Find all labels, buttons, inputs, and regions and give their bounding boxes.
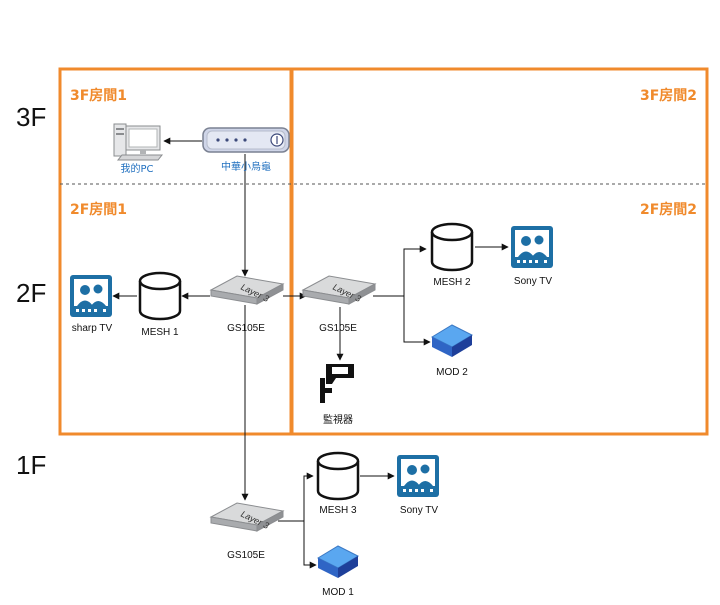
router-icon	[202, 127, 290, 153]
room-label-3f-1: 3F房間1	[70, 87, 127, 104]
floor-label-1f: 1F	[16, 450, 46, 480]
tv-icon-sony-2f	[511, 226, 553, 268]
label-sharp-tv: sharp TV	[72, 323, 113, 334]
label-my-pc: 我的PC	[120, 162, 153, 175]
camera-icon	[320, 364, 354, 403]
switch-icon-1f: Layer 3	[210, 502, 284, 532]
room-label-3f-2: 3F房間2	[640, 87, 697, 104]
link-switch1f-mod1	[303, 521, 317, 569]
label-mod2: MOD 2	[436, 367, 468, 378]
room-box-right	[289, 67, 709, 436]
label-mesh1: MESH 1	[141, 327, 179, 338]
floor-label-3f: 3F	[16, 102, 46, 132]
label-switch-2f-b: GS105E	[319, 323, 357, 334]
room-label-2f-1: 2F房間1	[70, 201, 127, 218]
mesh-icon-1	[138, 271, 182, 321]
label-sony-tv-1f: Sony TV	[400, 505, 438, 516]
tv-icon-sharp	[70, 275, 112, 317]
switch-icon-2f-a: Layer 3	[210, 275, 284, 305]
mod-icon-1	[317, 545, 359, 579]
switch-icon-2f-b: Layer 3	[302, 275, 376, 305]
label-switch-1f: GS105E	[227, 550, 265, 561]
label-mesh3: MESH 3	[319, 505, 357, 516]
label-mesh2: MESH 2	[433, 277, 471, 288]
label-cht-router: 中華小烏龜	[221, 160, 271, 173]
room-box-left	[58, 67, 294, 436]
mesh-icon-3	[316, 451, 360, 501]
pc-icon	[113, 123, 164, 161]
label-camera: 監視器	[323, 413, 353, 426]
link-switch2fb-branch	[373, 245, 427, 297]
tv-icon-sony-1f	[397, 455, 439, 497]
mod-icon-2	[431, 324, 473, 358]
link-switch2fb-mod2	[403, 296, 431, 346]
room-label-2f-2: 2F房間2	[640, 201, 697, 218]
label-mod1: MOD 1	[322, 587, 354, 598]
label-sony-tv-2f: Sony TV	[514, 276, 552, 287]
link-switch1f-mesh3	[278, 472, 314, 522]
mesh-icon-2	[430, 222, 474, 272]
label-switch-2f-a: GS105E	[227, 323, 265, 334]
floor-label-2f: 2F	[16, 278, 46, 308]
